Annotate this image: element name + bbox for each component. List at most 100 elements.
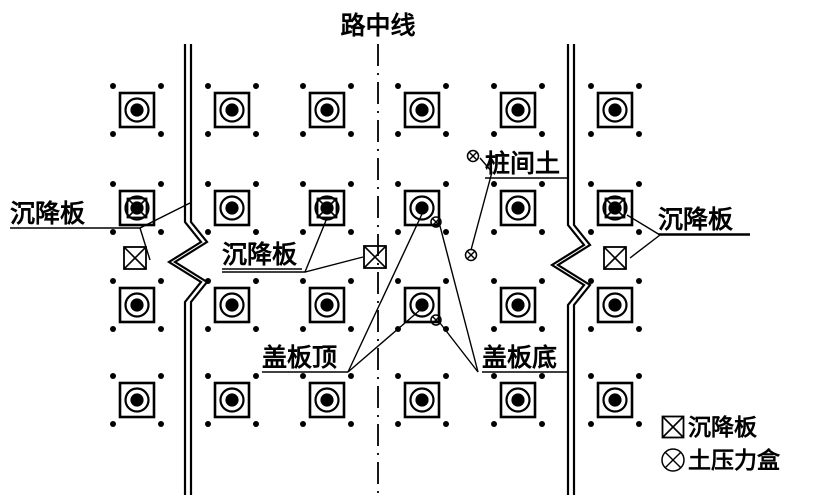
- pile-cell: [395, 373, 449, 427]
- pile-corner-dot-2: [588, 131, 594, 137]
- pile-corner-dot-3: [539, 131, 545, 137]
- pile-corner-dot-0: [588, 278, 594, 284]
- earth-pressure-cell-icon: [466, 149, 480, 163]
- plate-x2: [363, 245, 387, 269]
- pile-corner-dot-3: [348, 229, 354, 235]
- pile-center-dot: [130, 298, 144, 312]
- break-left: [166, 44, 209, 495]
- pile-corner-dot-2: [300, 131, 306, 137]
- pile-corner-dot-0: [395, 181, 401, 187]
- centerline-title: 路中线: [340, 11, 415, 40]
- pile-corner-dot-2: [491, 229, 497, 235]
- pile-corner-dot-2: [395, 131, 401, 137]
- annotation-label: 盖板顶: [262, 343, 337, 372]
- pile-corner-dot-0: [588, 373, 594, 379]
- plate-x2: [603, 246, 627, 270]
- epc-circle: [466, 149, 480, 163]
- pile-corner-dot-1: [636, 181, 642, 187]
- pile-center-dot: [511, 103, 525, 117]
- break-right: [549, 44, 592, 495]
- pile-corner-dot-1: [253, 278, 259, 284]
- pile-corner-dot-1: [443, 373, 449, 379]
- pile-cell: [491, 373, 545, 427]
- pile-corner-dot-2: [491, 421, 497, 427]
- pile-corner-dot-1: [443, 278, 449, 284]
- pile-corner-dot-2: [300, 421, 306, 427]
- break-right-stroke-0: [549, 44, 586, 495]
- pile-corner-dot-3: [539, 229, 545, 235]
- pile-corner-dot-2: [110, 326, 116, 332]
- pile-settlement-plate-marker: [316, 197, 338, 219]
- pile-cell: [205, 373, 259, 427]
- pile-corner-dot-0: [205, 373, 211, 379]
- pile-cell: [588, 278, 642, 332]
- pile-cell: [491, 83, 545, 137]
- pile-corner-dot-3: [348, 421, 354, 427]
- pile-cell: [491, 278, 545, 332]
- pile-corner-dot-1: [253, 83, 259, 89]
- annotation-settlement-plate-mid: 沉降板: [222, 240, 302, 270]
- epc-x2: [431, 315, 441, 325]
- pile-corner-dot-1: [253, 373, 259, 379]
- pile-corner-dot-1: [539, 181, 545, 187]
- pile-corner-dot-2: [205, 421, 211, 427]
- pile-corner-dot-0: [110, 181, 116, 187]
- pile-corner-dot-1: [158, 83, 164, 89]
- pile-corner-dot-2: [395, 421, 401, 427]
- epc-circle: [430, 216, 442, 228]
- leader-cap-bot-a: [439, 225, 479, 373]
- annotation-label: 盖板底: [482, 343, 557, 372]
- pile-corner-dot-1: [348, 278, 354, 284]
- pile-corner-dot-1: [158, 181, 164, 187]
- leader-plate-right-b: [629, 234, 661, 259]
- pile-corner-dot-0: [300, 181, 306, 187]
- break-left-stroke-0: [166, 44, 203, 495]
- pile-corner-dot-0: [588, 181, 594, 187]
- pile-corner-dot-3: [158, 229, 164, 235]
- pile-cell: [588, 373, 642, 427]
- annotation-label: 桩间土: [485, 149, 560, 178]
- pile-corner-dot-0: [110, 83, 116, 89]
- legend-x2: [661, 415, 685, 439]
- epc-x2: [431, 217, 441, 227]
- pile-corner-dot-1: [348, 373, 354, 379]
- pile-corner-dot-2: [205, 131, 211, 137]
- break-left-stroke-1: [172, 44, 209, 495]
- legend-item: 土压力盒: [661, 447, 781, 474]
- pile-corner-dot-2: [395, 229, 401, 235]
- pile-corner-dot-2: [300, 229, 306, 235]
- pile-cell: [588, 83, 642, 137]
- pile-corner-dot-3: [636, 131, 642, 137]
- pile-corner-dot-0: [205, 83, 211, 89]
- annotation-cap-bottom: 盖板底: [482, 343, 568, 373]
- annotation-soil-between-piles: 桩间土: [485, 149, 569, 179]
- pile-corner-dot-0: [205, 278, 211, 284]
- earth-pressure-cell-icon: [430, 216, 442, 228]
- leader-plate-mid-b: [304, 217, 328, 273]
- pile-corner-dot-1: [158, 373, 164, 379]
- annotation-labels-group: 沉降板沉降板沉降板桩间土盖板顶盖板底: [10, 149, 750, 373]
- pile-corner-dot-3: [348, 131, 354, 137]
- pile-corner-dot-0: [395, 373, 401, 379]
- leader-cap-top-b: [347, 309, 421, 373]
- plate-square: [123, 246, 147, 270]
- pile-center-dot: [225, 103, 239, 117]
- pile-corner-dot-0: [300, 83, 306, 89]
- pile-cell: [395, 83, 449, 137]
- pile-center-dot: [415, 298, 429, 312]
- pile-corner-dot-3: [158, 131, 164, 137]
- pile-center-dot: [320, 393, 334, 407]
- pile-corner-dot-3: [158, 326, 164, 332]
- pile-corner-dot-0: [110, 278, 116, 284]
- pile-center-dot: [225, 298, 239, 312]
- pile-cell: [300, 373, 354, 427]
- pile-center-dot: [130, 103, 144, 117]
- settlement-plate-icon: [123, 246, 147, 270]
- pile-corner-dot-3: [539, 421, 545, 427]
- pile-cell: [110, 83, 164, 137]
- pile-corner-dot-0: [395, 83, 401, 89]
- leader-cap-bot-b: [439, 322, 479, 373]
- pile-corner-dot-3: [443, 131, 449, 137]
